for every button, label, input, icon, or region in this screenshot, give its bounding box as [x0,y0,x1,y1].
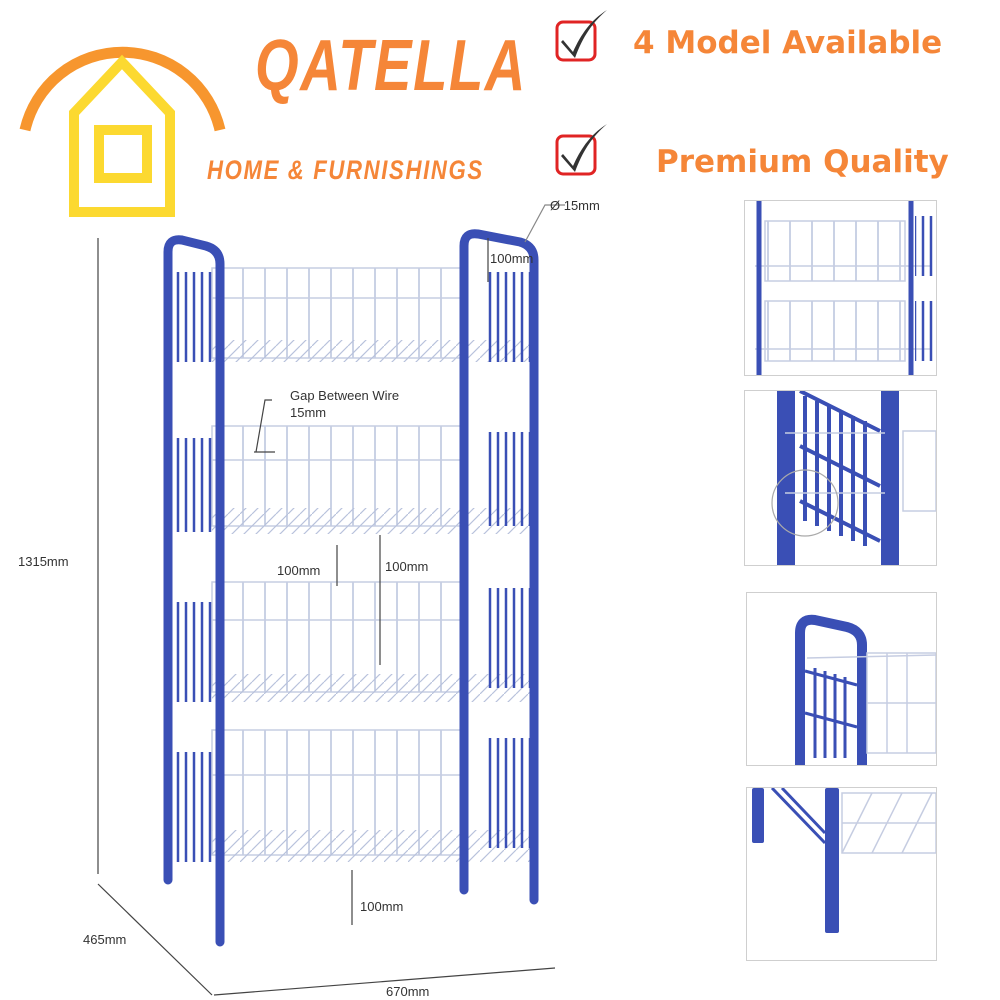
detail-panel-leg-base [746,787,937,961]
tier-gap-right-label: 100mm [385,559,429,574]
wire-gap-title: Gap Between Wire [290,388,400,403]
basket-closeup-image [745,201,936,375]
checkbox-checked-icon [555,124,607,176]
leg-clearance-label: 100mm [360,899,404,914]
detail-panel-side-hook [744,390,937,566]
brand-name: QATELLA [255,26,527,106]
detail-panel-basket-tiers [744,200,937,376]
tier-gap-left-label: 100mm [277,563,321,578]
basket-tier-2 [170,425,533,534]
overall-height-label: 1315mm [18,554,69,569]
depth-label: 465mm [83,932,127,947]
brand-tagline: HOME & FURNISHINGS [207,155,484,185]
rack-frame [163,229,539,947]
wire-gap-value: 15mm [290,405,327,420]
tube-diameter-label: Ø 15mm [550,198,600,213]
feature-label: Premium Quality [656,144,949,180]
leg-closeup-image [752,788,936,933]
feature-label: 4 Model Available [633,25,943,61]
basket-tier-3 [170,581,533,702]
detail-panel-top-handle [746,592,937,766]
logo-house-icon [19,46,226,217]
rack-product-diagram [97,204,565,996]
hook-joint-closeup-image [771,391,936,565]
basket-tier-1 [170,267,533,362]
handle-closeup-image [795,614,936,765]
handle-height-label: 100mm [490,251,534,266]
checkbox-checked-icon [555,10,607,62]
basket-tier-4 [170,729,533,862]
width-label: 670mm [386,984,430,999]
